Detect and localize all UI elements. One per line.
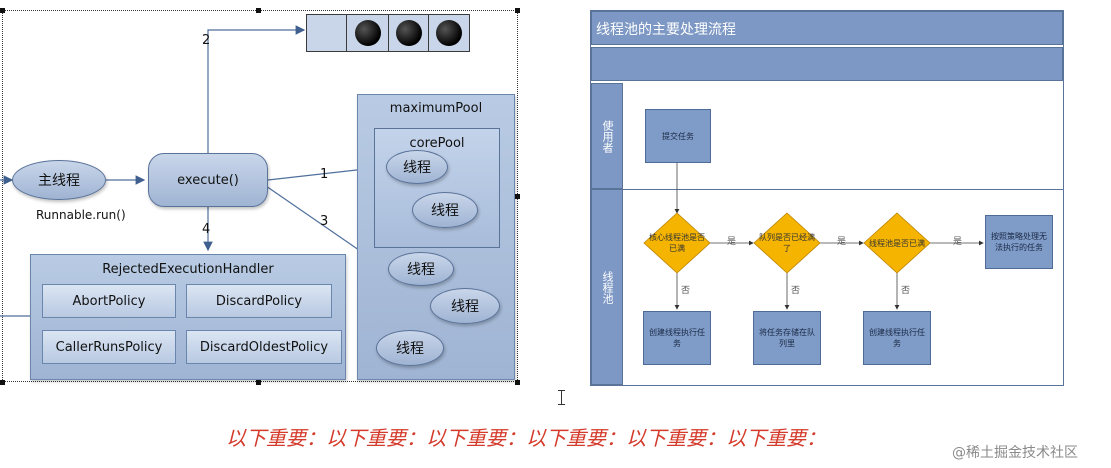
store-in-queue-box[interactable]: 将任务存储在队列里 [753,311,821,365]
flow-connectors [643,163,984,310]
abort-policy[interactable]: AbortPolicy [42,284,176,318]
extra-thread-node[interactable]: 线程 [376,330,444,366]
right-flowchart: 线程池的主要处理流程 使用者 线程池 提交任务 核心线程池是否已满 [590,10,1064,386]
flowchart-subbar [591,47,1063,81]
core-pool[interactable]: corePool [374,128,500,248]
main-thread-label: 主线程 [38,173,80,189]
queue-slot [429,15,469,51]
important-note: 以下重要：以下重要：以下重要：以下重要：以下重要：以下重要： [226,426,826,450]
selection-handle[interactable] [0,8,5,13]
thread-label: 线程 [407,262,435,278]
queued-task-icon [436,20,462,46]
flowchart-title: 线程池的主要处理流程 [596,22,736,38]
arrow-label-2: 2 [202,33,211,48]
queue-slot-empty [307,15,347,51]
lane-divider [623,189,1063,190]
extra-thread-node[interactable]: 线程 [388,252,454,286]
selection-handle[interactable] [515,8,520,13]
text-cursor-icon-foot [558,404,565,405]
runnable-label: Runnable.run() [36,208,126,222]
lane-header-user: 使用者 [591,83,623,189]
no-label-1: 否 [681,286,691,296]
decision-pool-label: 线程池是否已满 [869,238,925,248]
text-cursor-icon [561,390,562,404]
no-label-3: 否 [901,286,911,296]
lane-label-user: 使用者 [601,119,614,153]
decision-core-full [643,212,711,274]
selection-handle[interactable] [515,380,520,385]
main-thread-node[interactable]: 主线程 [12,160,106,200]
selection-handle[interactable] [515,194,520,199]
caller-runs-policy[interactable]: CallerRunsPolicy [42,330,176,364]
thread-label: 线程 [403,160,431,176]
thread-label: 线程 [396,341,424,357]
create-thread-box-1[interactable]: 创建线程执行任务 [643,311,711,365]
arrow-label-1: 1 [320,167,329,182]
work-queue[interactable] [306,14,470,52]
discard-oldest-policy[interactable]: DiscardOldestPolicy [186,330,342,364]
core-pool-title: corePool [409,136,465,151]
queued-task-icon [395,20,422,46]
core-thread-node[interactable]: 线程 [386,150,448,184]
core-thread-node[interactable]: 线程 [412,192,478,228]
flowchart-title-bar: 线程池的主要处理流程 [591,11,1063,45]
decision-queue-full [753,212,821,274]
execute-label: execute() [177,172,239,188]
queue-slot [389,15,429,51]
thread-label: 线程 [431,203,459,219]
queue-slot [347,15,389,51]
submit-task-box[interactable]: 提交任务 [645,109,711,163]
execute-node[interactable]: execute() [148,153,268,207]
handler-title: RejectedExecutionHandler [102,262,274,277]
selection-handle[interactable] [256,8,261,13]
decision-core-label: 核心线程池是否已满 [649,233,705,253]
arrow-label-4: 4 [202,222,211,237]
yes-label-2: 是 [837,237,847,247]
discard-policy[interactable]: DiscardPolicy [186,284,332,318]
left-diagram: 2 4 1 3 主线程 Runnable.run() execute() max… [0,0,560,400]
watermark: @稀土掘金技术社区 [952,445,1078,461]
reject-task-box[interactable]: 按照策略处理无法执行的任务 [985,215,1053,269]
lane-header-pool: 线程池 [591,189,623,385]
yes-label-1: 是 [727,237,737,247]
thread-label: 线程 [451,299,479,315]
lane-label-pool: 线程池 [601,270,614,304]
queued-task-icon [354,20,381,46]
create-thread-box-2[interactable]: 创建线程执行任务 [863,311,931,365]
text-cursor-icon-cap [558,390,565,391]
selection-handle[interactable] [256,380,261,385]
maximum-pool-title: maximumPool [389,101,483,116]
yes-label-3: 是 [953,237,963,247]
no-label-2: 否 [791,286,801,296]
extra-thread-node[interactable]: 线程 [430,288,500,324]
decision-queue-label: 队列是否已经满了 [759,233,815,253]
selection-handle[interactable] [0,380,5,385]
decision-pool-full [863,212,931,274]
arrow-label-3: 3 [320,214,329,229]
